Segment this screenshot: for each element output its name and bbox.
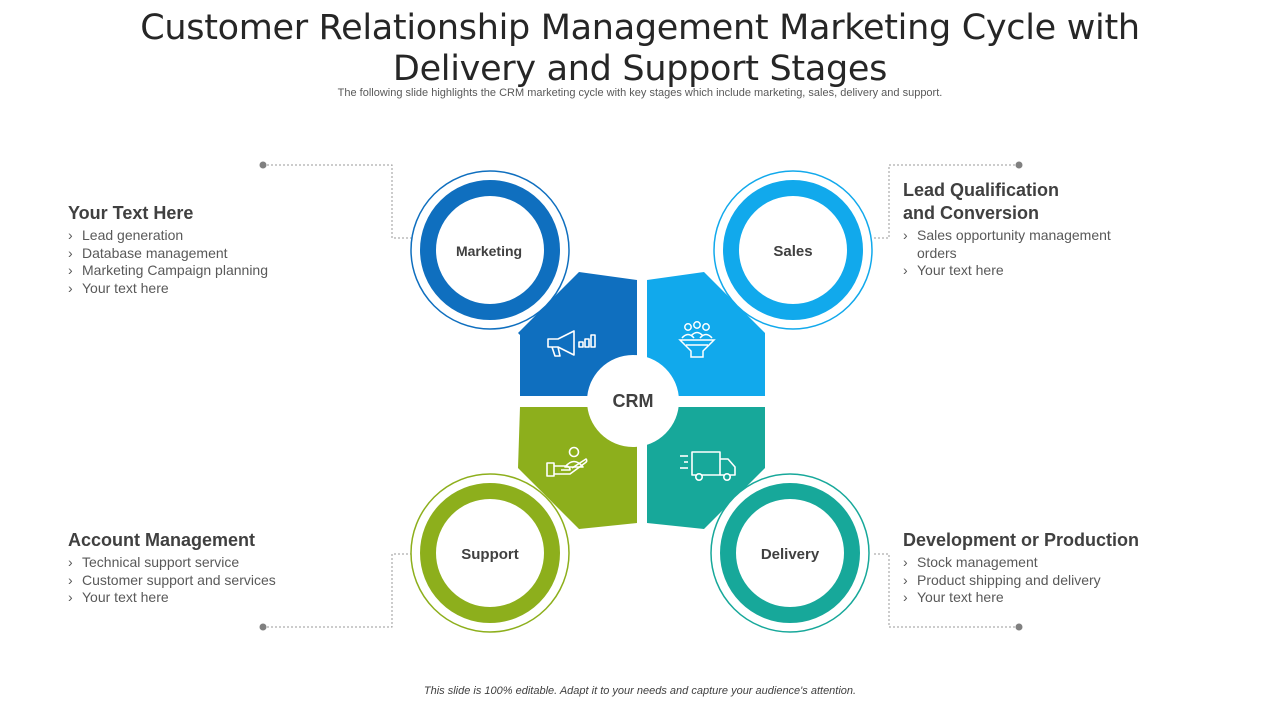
connector-bottom-left	[263, 553, 412, 628]
slide-subtitle: The following slide highlights the CRM m…	[337, 87, 943, 99]
panel-bottom-left: Account Management Technical support ser…	[68, 529, 368, 607]
stage-delivery: Delivery	[710, 473, 870, 633]
stage-label-sales: Sales	[773, 243, 812, 260]
stage-label-marketing: Marketing	[456, 243, 522, 259]
slide-footer: This slide is 100% editable. Adapt it to…	[423, 685, 857, 697]
connector-dot-top-left	[259, 161, 267, 169]
connector-dot-top-right	[1015, 161, 1023, 169]
stage-label-delivery: Delivery	[761, 546, 820, 563]
panel-heading-top-right: Lead Qualification and Conversion	[903, 179, 1203, 225]
stage-marketing: Marketing	[410, 170, 570, 330]
list-item: Product shipping and delivery	[903, 572, 1223, 590]
panel-heading-bottom-left: Account Management	[68, 530, 256, 550]
connector-top-right	[872, 164, 1019, 239]
list-item: Stock management	[903, 554, 1223, 572]
funnel-people-icon	[678, 321, 716, 358]
panel-heading-top-right-line1: Lead Qualification	[903, 180, 1060, 200]
list-item: Your text here	[68, 589, 368, 607]
list-item: Technical support service	[68, 554, 368, 572]
list-item: Your text here	[903, 262, 1203, 280]
list-item: Customer support and services	[68, 572, 368, 590]
connector-dot-bottom-right	[1015, 623, 1023, 631]
panel-heading-top-right-line2: and Conversion	[903, 203, 1040, 223]
stage-label-support: Support	[461, 546, 519, 563]
panel-list-top-right: Sales opportunity management orders Your…	[903, 227, 1203, 280]
list-item: Database management	[68, 245, 368, 263]
slide-title: Customer Relationship Management Marketi…	[140, 8, 1140, 89]
connector-bottom-right	[872, 553, 1019, 628]
support-ring	[420, 483, 560, 623]
truck-icon	[680, 451, 736, 481]
panel-list-bottom-left: Technical support service Customer suppo…	[68, 554, 368, 607]
crm-center-label: CRM	[613, 391, 654, 411]
stage-support: Support	[410, 473, 570, 633]
connector-top-left	[263, 164, 412, 239]
panel-heading-top-left: Your Text Here	[68, 203, 194, 223]
crm-center-circle	[587, 355, 679, 447]
panel-top-left: Your Text Here Lead generation Database …	[68, 202, 368, 297]
list-item: Lead generation	[68, 227, 368, 245]
delivery-ring	[720, 483, 860, 623]
marketing-ring	[420, 180, 560, 320]
list-item: Your text here	[903, 589, 1223, 607]
megaphone-icon	[547, 330, 596, 357]
list-item: Sales opportunity management	[903, 227, 1203, 245]
panel-top-right: Lead Qualification and Conversion Sales …	[903, 179, 1203, 280]
panel-bottom-right: Development or Production Stock manageme…	[903, 529, 1223, 607]
list-item-continuation: orders	[917, 244, 957, 261]
sales-ring	[723, 180, 863, 320]
panel-list-bottom-right: Stock management Product shipping and de…	[903, 554, 1223, 607]
connector-dot-bottom-left	[259, 623, 267, 631]
hand-person-icon	[546, 446, 588, 477]
panel-list-top-left: Lead generation Database management Mark…	[68, 227, 368, 297]
list-item: Marketing Campaign planning	[68, 262, 368, 280]
list-item: Your text here	[68, 280, 368, 298]
stage-sales: Sales	[713, 170, 873, 330]
arrow-delivery	[647, 407, 765, 529]
panel-heading-bottom-right: Development or Production	[903, 530, 1140, 550]
